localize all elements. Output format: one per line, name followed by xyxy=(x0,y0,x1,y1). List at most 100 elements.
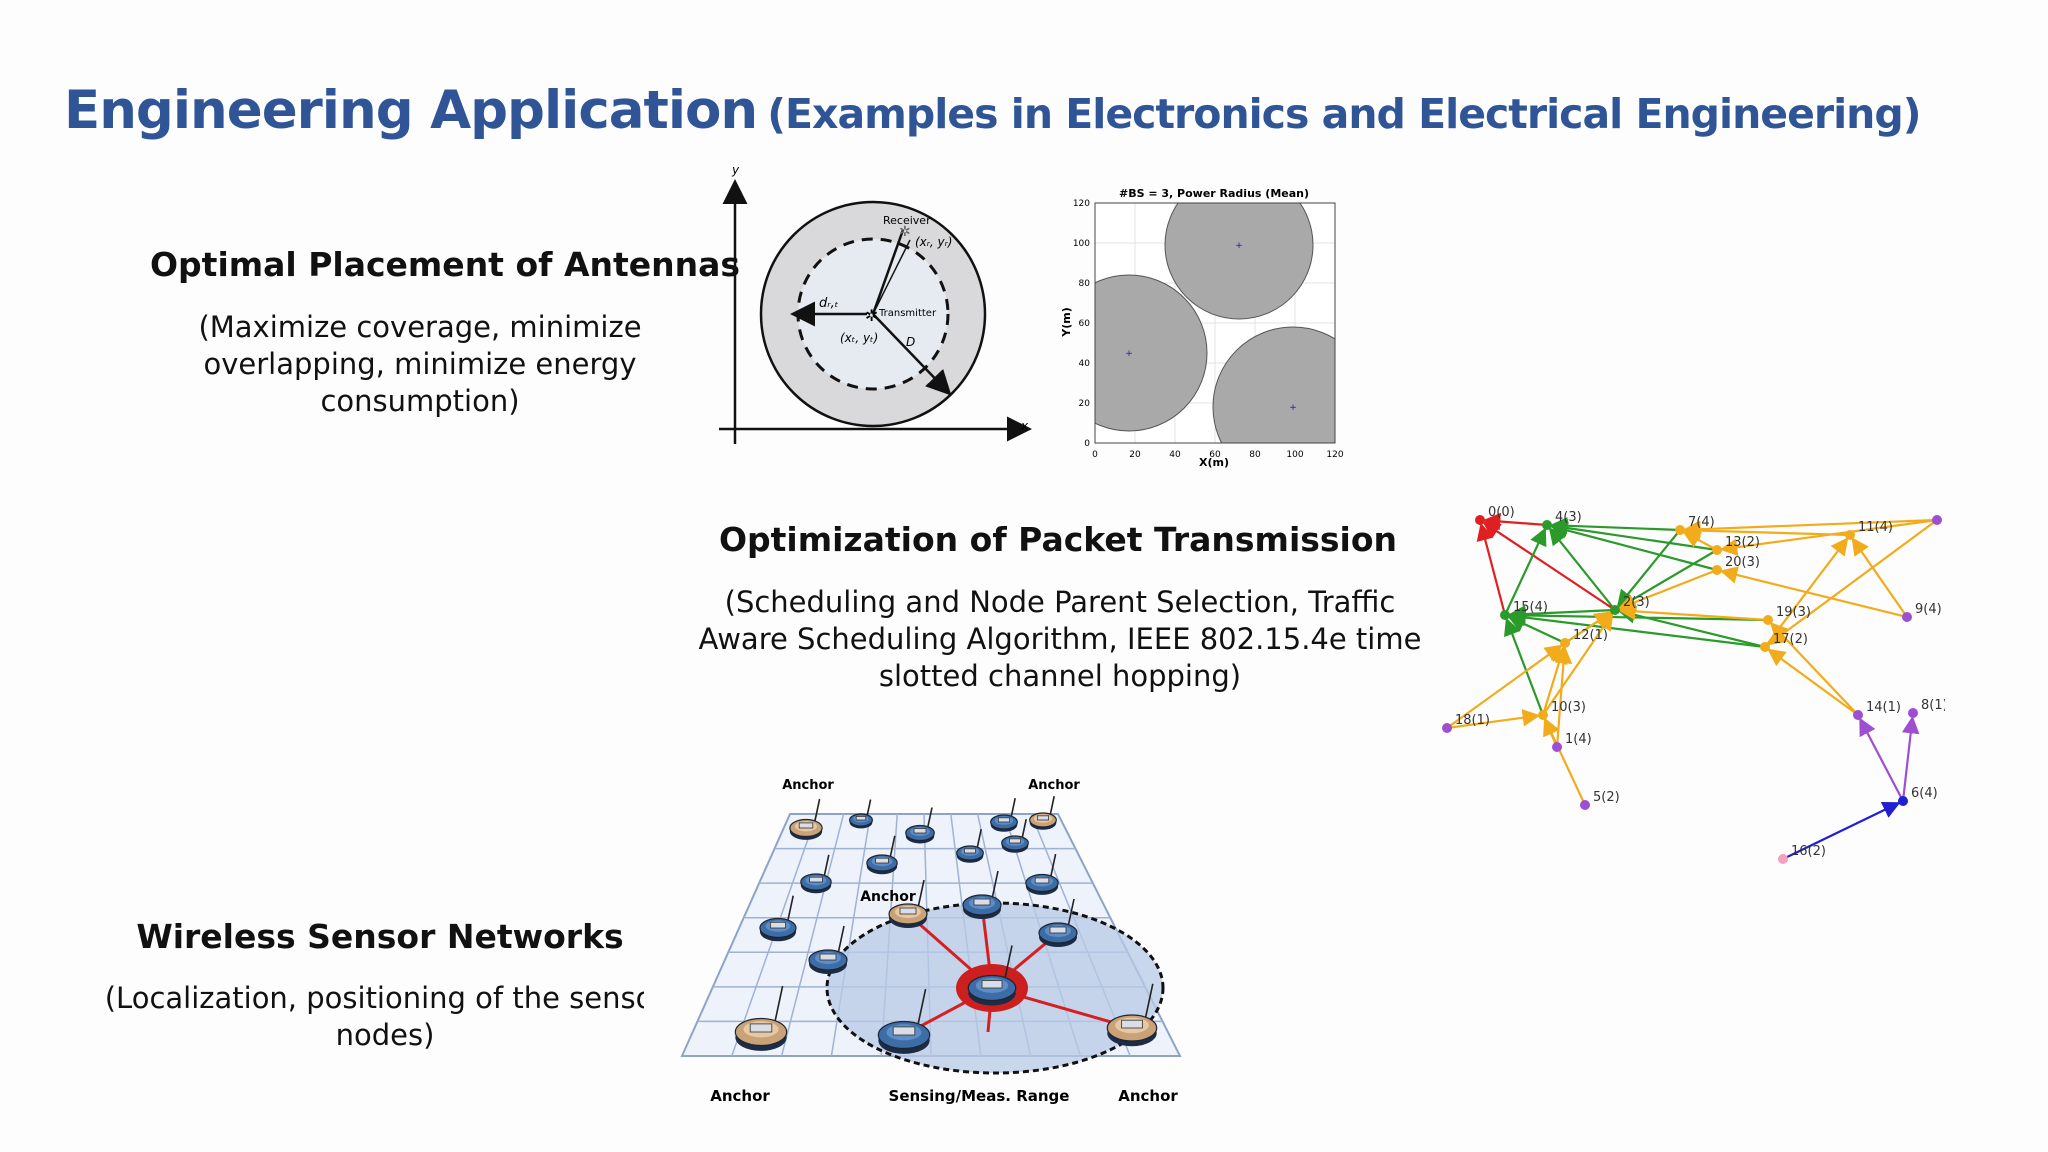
graph-node xyxy=(1538,710,1548,720)
anchor-node xyxy=(1106,983,1158,1047)
sensor-node xyxy=(849,799,874,829)
graph-edge xyxy=(1548,527,1616,611)
graph-node xyxy=(1580,800,1590,810)
x-tick-label: 100 xyxy=(1286,450,1303,460)
antenna-placement-diagram: y x ✲ ✲ Receiver (xᵣ, yᵣ) Transmitter (x… xyxy=(719,163,1032,444)
graph-node xyxy=(1560,638,1570,648)
anchor-node xyxy=(1029,796,1057,830)
range-label: Sensing/Meas. Range xyxy=(889,1087,1070,1105)
graph-node xyxy=(1902,612,1912,622)
graph-node xyxy=(1932,515,1942,525)
sensor-node xyxy=(1001,819,1029,853)
graph-node xyxy=(1475,515,1485,525)
graph-edge xyxy=(1682,521,1851,540)
graph-node-label: 1(4) xyxy=(1565,732,1592,747)
graph-node-label: 8(1) xyxy=(1921,698,1945,713)
graph-node xyxy=(1763,615,1773,625)
graph-node xyxy=(1908,708,1918,718)
wsn-heading: Wireless Sensor Networks xyxy=(136,917,624,956)
graph-node xyxy=(1898,796,1908,806)
graph-edge xyxy=(1507,608,1766,649)
slide-title-sub: (Examples in Electronics and Electrical … xyxy=(767,90,1921,138)
radius-arrow xyxy=(872,313,952,396)
coverage-plot-title: #BS = 3, Power Radius (Mean) xyxy=(1119,187,1309,200)
graph-edge xyxy=(1482,521,1616,611)
graph-edge xyxy=(1682,518,1938,539)
coverage-plot-ylabel: Y(m) xyxy=(1060,307,1073,337)
graph-edge xyxy=(1446,644,1563,729)
graph-edge xyxy=(1859,717,1904,802)
coverage-plot-xlabel: X(m) xyxy=(1199,456,1229,469)
graph-node-label: 18(1) xyxy=(1455,713,1490,728)
graph-node-label: 20(3) xyxy=(1725,555,1760,570)
sensor-node xyxy=(759,895,797,942)
graph-node-label: 7(4) xyxy=(1688,515,1715,530)
graph-edge xyxy=(1767,648,1859,716)
x-tick-label: 20 xyxy=(1129,450,1141,460)
graph-edge xyxy=(1719,566,1908,619)
graph-node-label: 0(0) xyxy=(1488,505,1515,520)
sensor-node xyxy=(800,854,832,894)
graph-edge xyxy=(1542,612,1614,716)
antennas-heading: Optimal Placement of Antennas xyxy=(150,245,741,284)
wsn-diagram: Anchor Anchor Anchor Anchor Sensing/Meas… xyxy=(680,778,1182,1105)
wsn-description-clip: (Localization, positioning of the sensor… xyxy=(100,980,644,1060)
graph-node xyxy=(1712,565,1722,575)
anchor-label-middle: Anchor xyxy=(860,889,916,905)
coverage-circles xyxy=(1095,203,1335,443)
graph-node-label: 11(4) xyxy=(1858,520,1893,535)
coverage-area xyxy=(1212,326,1335,443)
packets-heading: Optimization of Packet Transmission xyxy=(718,520,1398,559)
graph-node xyxy=(1853,710,1863,720)
base-station-marker: + xyxy=(1235,241,1243,251)
graph-node xyxy=(1675,525,1685,535)
graph-node xyxy=(1712,545,1722,555)
y-tick-label: 80 xyxy=(1079,279,1091,289)
graph-node-label: 10(3) xyxy=(1551,700,1586,715)
graph-node xyxy=(1610,605,1620,615)
graph-node-label: 15(4) xyxy=(1513,600,1548,615)
grid-line xyxy=(780,813,845,1057)
y-tick-label: 120 xyxy=(1073,199,1090,209)
sensor-node xyxy=(956,829,984,863)
sensor-node xyxy=(1025,853,1059,895)
graph-nodes: 0(0)4(3)7(4)3(4)11(4)13(2)20(3)15(4)2(3)… xyxy=(1442,505,1945,864)
antennas-description: (Maximize coverage, minimize overlapping… xyxy=(198,310,642,418)
graph-edge xyxy=(1482,512,1548,531)
anchor-label-top-left: Anchor xyxy=(782,778,834,793)
transmitter-icon: ✲ xyxy=(865,306,878,325)
sensor-node xyxy=(866,835,898,875)
anchor-node xyxy=(734,985,788,1051)
coverage-area xyxy=(1164,203,1314,320)
graph-node-label: 13(2) xyxy=(1725,535,1760,550)
base-station-marker: + xyxy=(1289,403,1297,413)
sensor-node xyxy=(808,925,848,974)
graph-node-label: 12(1) xyxy=(1573,628,1608,643)
anchor-label-bottom-left: Anchor xyxy=(710,1087,770,1105)
graph-edge xyxy=(1549,516,1681,535)
graph-edge xyxy=(1901,715,1920,802)
axis-x-label: x xyxy=(1020,419,1029,433)
graph-edge xyxy=(1507,606,1769,625)
graph-node xyxy=(1552,742,1562,752)
graph-edge xyxy=(1682,531,1718,551)
sensor-node xyxy=(990,798,1018,832)
graph-edge xyxy=(1504,527,1547,616)
sensor-node xyxy=(1038,898,1078,947)
graph-edges xyxy=(1446,512,1938,860)
graph-node xyxy=(1442,723,1452,733)
graph-edge xyxy=(1617,602,1769,622)
graph-edge xyxy=(1504,617,1545,716)
plot-frame xyxy=(1094,202,1336,444)
receiver-line xyxy=(871,229,905,315)
graph-node xyxy=(1760,642,1770,652)
transmitter-coord: (xₜ, yₜ) xyxy=(840,331,878,345)
transmitter-label: Transmitter xyxy=(878,308,937,319)
graph-edge xyxy=(1782,801,1901,860)
graph-edge xyxy=(1617,568,1718,611)
graph-edge xyxy=(1719,518,1938,556)
graph-node-label: 5(2) xyxy=(1593,790,1620,805)
plot-area: +++ xyxy=(1094,202,1336,444)
packets-description: (Scheduling and Node Parent Selection, T… xyxy=(698,585,1422,693)
